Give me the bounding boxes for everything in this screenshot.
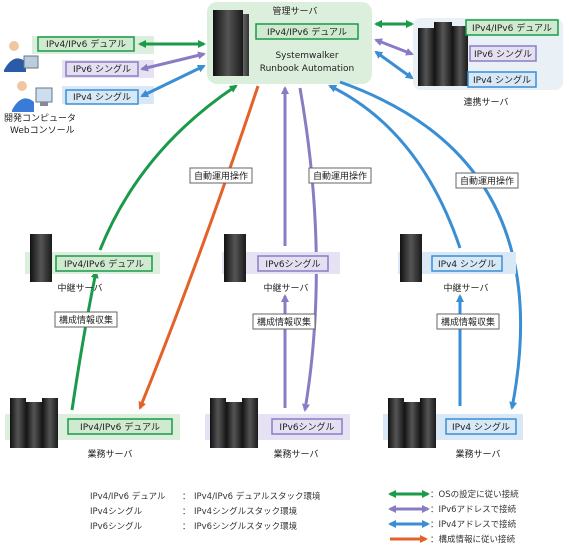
svg-text:：: ： xyxy=(182,492,191,502)
legend-config-text: ：構成情報に従い接続 xyxy=(430,534,516,545)
business-v4-label: IPv4 シングル xyxy=(452,421,510,433)
linked-dual-tag xyxy=(465,19,559,36)
svg-text:：: ： xyxy=(182,507,191,517)
svg-text:：: ： xyxy=(182,522,191,532)
linked-v6-tag xyxy=(469,45,537,62)
relay-v6-server-icon xyxy=(224,234,246,282)
linked-v4-label: IPv4 シングル xyxy=(473,74,531,86)
mgmt-to-business-config-arrow xyxy=(138,85,260,410)
relay-dual-to-mgmt-arrow xyxy=(98,84,238,251)
definition-term-v4: IPv4シングル xyxy=(90,506,143,517)
relay-v6-title: 中継サーバ xyxy=(264,282,309,294)
business-v4-title: 業務サーバ xyxy=(456,448,501,460)
auto-op-label-middle: 自動運用操作 xyxy=(313,170,367,182)
dev-v4-tag xyxy=(65,89,139,105)
auto-op-label-left: 自動運用操作 xyxy=(194,170,248,182)
relay-dual-label: IPv4/IPv6 デュアル xyxy=(64,258,144,270)
dev-computer: IPv4/IPv6 デュアル IPv6 シングル IPv4 シングル 開発コンピ… xyxy=(4,36,154,136)
relay-v6-label: IPv6シングル xyxy=(265,258,320,270)
dev-dual-label: IPv4/IPv6 デュアル xyxy=(46,38,126,50)
mgmt-linked-v4-arrow xyxy=(374,50,414,80)
relay-dual-server-icon xyxy=(30,234,52,282)
developer-icon xyxy=(4,41,53,112)
management-title: 管理サーバ xyxy=(273,5,318,17)
product-name-line1: Systemwalker xyxy=(275,51,338,61)
management-dual-label: IPv4/IPv6 デュアル xyxy=(267,26,347,38)
collect-label-middle: 構成情報収集 xyxy=(257,316,311,328)
product-name-line2: Runbook Automation xyxy=(260,64,354,74)
dev-v6-tag xyxy=(65,61,139,77)
relay-v4-server-icon xyxy=(400,234,422,282)
management-server-icon xyxy=(213,10,243,76)
legend-v4-text: ：IPv4アドレスで接続 xyxy=(430,519,517,530)
business-server-v4: IPv4 シングル 業務サーバ xyxy=(383,398,523,460)
dev-label-line2: Webコンソール xyxy=(10,126,75,136)
linked-v4-tag xyxy=(467,71,537,88)
relay-server-dual: IPv4/IPv6 デュアル 中継サーバ xyxy=(25,234,160,294)
definition-desc-dual: IPv4/IPv6 デュアルスタック環境 xyxy=(194,491,321,502)
relay-dual-title: 中継サーバ xyxy=(58,282,103,294)
dev-mgmt-v4-arrow xyxy=(140,64,206,98)
business-server-dual: IPv4/IPv6 デュアル 業務サーバ xyxy=(5,398,180,460)
definition-term-v6: IPv6シングル xyxy=(90,521,143,532)
relay-connections xyxy=(70,80,523,412)
relay-server-v4: IPv4 シングル 中継サーバ xyxy=(398,234,516,294)
relay-v4-to-mgmt-arrow xyxy=(328,84,462,249)
auto-op-labels: 自動運用操作 自動運用操作 自動運用操作 xyxy=(189,167,519,189)
relay-v4-title: 中継サーバ xyxy=(444,282,489,294)
collect-label-right: 構成情報収集 xyxy=(441,316,495,328)
definition-desc-v6: IPv6シングルスタック環境 xyxy=(194,521,298,532)
dev-v4-label: IPv4 シングル xyxy=(73,91,131,103)
auto-op-label-right: 自動運用操作 xyxy=(460,175,514,187)
business-server-v6: IPv6シングル 業務サーバ xyxy=(205,398,350,460)
relay-server-v6: IPv6シングル 中継サーバ xyxy=(222,234,340,294)
legend-v6-text: ：IPv6アドレスで接続 xyxy=(430,504,517,515)
legend-dual-text: ：OSの設定に従い接続 xyxy=(430,489,519,500)
definitions: IPv4/IPv6 デュアル ： IPv4/IPv6 デュアルスタック環境 IP… xyxy=(90,491,321,532)
mgmt-linked-v6-arrow xyxy=(374,38,414,56)
dev-v6-label: IPv6 シングル xyxy=(73,63,131,75)
definition-desc-v4: IPv4シングルスタック環境 xyxy=(194,506,298,517)
business-v6-label: IPv6シングル xyxy=(279,421,334,433)
collect-label-left: 構成情報収集 xyxy=(59,314,113,326)
dev-label-line1: 開発コンピュータ xyxy=(4,112,76,124)
management-dual-tag xyxy=(255,23,359,40)
definition-term-dual: IPv4/IPv6 デュアル xyxy=(90,491,166,502)
business-dual-to-relay-arrow xyxy=(70,270,99,411)
mgmt-to-business-v6-arrow xyxy=(298,87,318,412)
mgmt-to-business-v4-arrow xyxy=(339,80,523,410)
collect-labels: 構成情報収集 構成情報収集 構成情報収集 xyxy=(54,311,500,330)
business-v6-title: 業務サーバ xyxy=(274,448,319,460)
linked-title: 連携サーバ xyxy=(464,96,509,108)
business-dual-label: IPv4/IPv6 デュアル xyxy=(80,421,160,433)
relay-v4-label: IPv4 シングル xyxy=(438,258,496,270)
legend: ：OSの設定に従い接続 ：IPv6アドレスで接続 ：IPv4アドレスで接続 ：構… xyxy=(388,489,519,545)
business-dual-title: 業務サーバ xyxy=(88,448,133,460)
dev-dual-tag xyxy=(37,36,135,52)
linked-server: IPv4/IPv6 デュアル IPv6 シングル IPv4 シングル 連携サーバ xyxy=(413,18,563,108)
linked-v6-label: IPv6 シングル xyxy=(474,48,532,60)
linked-dual-label: IPv4/IPv6 デュアル xyxy=(472,22,552,34)
top-connections xyxy=(138,20,414,98)
management-server: 管理サーバ IPv4/IPv6 デュアル Systemwalker Runboo… xyxy=(207,2,372,84)
